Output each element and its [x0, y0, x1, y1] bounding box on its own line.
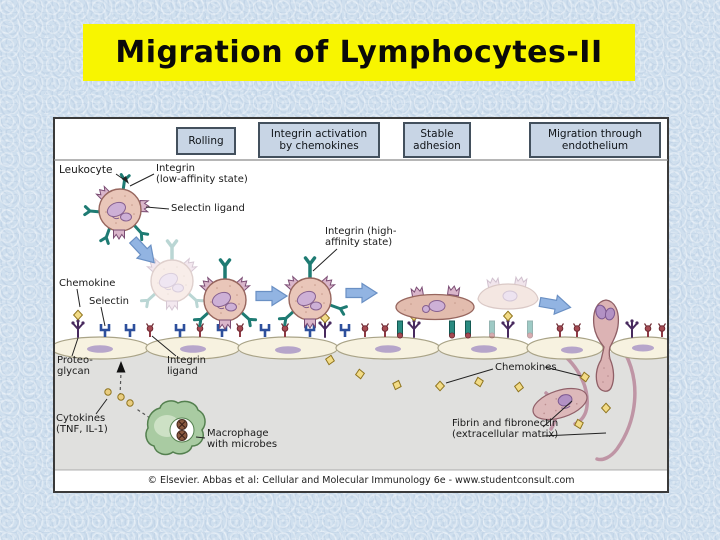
cytokine-dots	[104, 388, 134, 407]
leukocyte-label: Leukocyte	[59, 164, 113, 176]
cytokine-signal	[104, 361, 151, 419]
selectin-label: Selectin	[89, 296, 129, 307]
ghost-stable-cell	[477, 275, 539, 310]
integrin-low-label: Integrin (low-affinity state)	[156, 163, 248, 186]
integrin-ligand-label: Integrin ligand	[167, 355, 206, 378]
page-title: Migration of Lymphocytes-II	[83, 24, 635, 81]
cytokines-label: Cytokines (TNF, IL-1)	[56, 413, 108, 436]
leader-lines	[71, 173, 607, 439]
stage-box-migration: Migration through endothelium	[529, 122, 661, 158]
macrophage-cell	[145, 400, 206, 456]
macrophage-label: Macrophage with microbes	[207, 428, 278, 451]
fibrin-strand-right	[595, 351, 637, 462]
flow-arrow-icon	[345, 282, 378, 304]
chemokine-label: Chemokine	[59, 278, 116, 289]
stable-adhesion-cell	[395, 284, 475, 321]
endothelial-nuclei	[87, 344, 654, 354]
flow-arrow-icon	[537, 292, 573, 318]
flow-arrow-icon	[255, 285, 288, 307]
chemokines-label: Chemokines	[495, 362, 557, 373]
selectin-ligand-label: Selectin ligand	[171, 203, 245, 214]
stage-box-integrin-activation: Integrin activation by chemokines	[258, 122, 380, 158]
transmigrating-cell	[592, 299, 620, 392]
integrin-high-label: Integrin (high- affinity state)	[325, 226, 397, 249]
migrated-lymphocyte	[532, 387, 588, 421]
endothelial-receptors	[70, 309, 667, 339]
fibrin-label: Fibrin and fibronectin (extracellular ma…	[452, 418, 559, 441]
proteoglycan-label: Proteo- glycan	[57, 355, 93, 378]
stage-box-rolling: Rolling	[176, 127, 236, 155]
endothelium	[55, 336, 667, 360]
rolling-cell-2	[277, 256, 348, 329]
credit-line: © Elsevier. Abbas et al: Cellular and Mo…	[147, 475, 575, 486]
rolling-cell-1	[194, 260, 255, 329]
leukocyte-cell	[83, 173, 150, 245]
stage-box-stable-adhesion: Stable adhesion	[403, 122, 471, 158]
